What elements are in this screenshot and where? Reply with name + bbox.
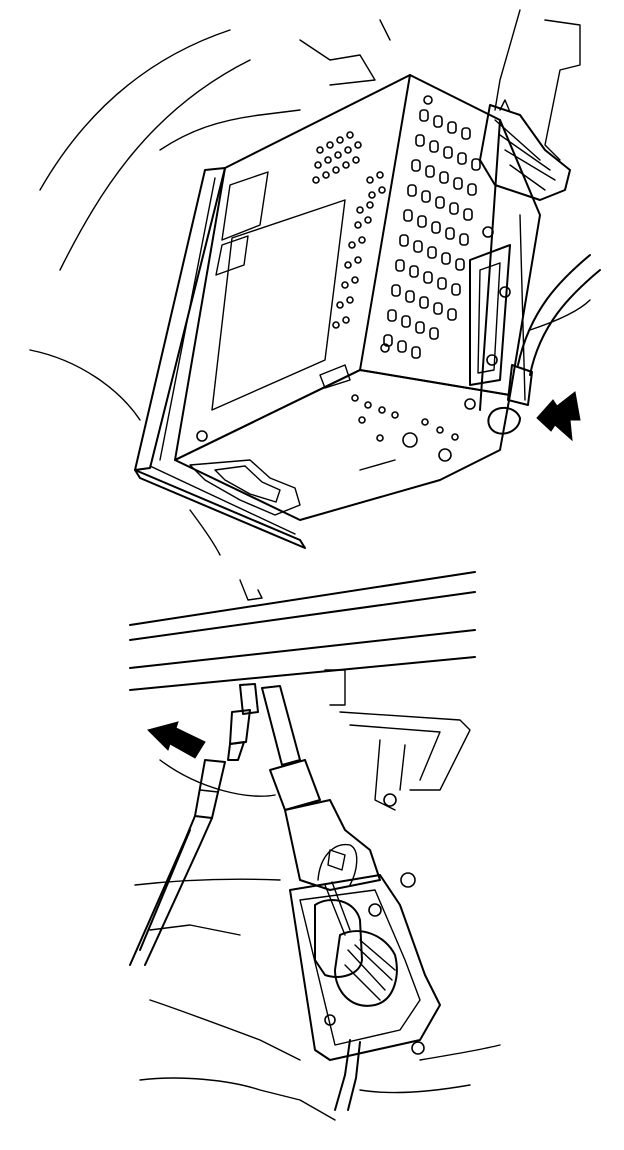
antenna-cable-top xyxy=(487,254,601,435)
antenna-module xyxy=(314,843,398,1007)
harness-connector xyxy=(479,99,571,201)
panel-radio-removal xyxy=(29,9,601,556)
chassis-bottom-details xyxy=(189,364,459,516)
lower-wire xyxy=(334,1039,361,1111)
faceplate-openings xyxy=(211,171,346,411)
mounting-bracket xyxy=(261,685,441,1061)
dash-structure xyxy=(134,669,501,1121)
vent-slots-right xyxy=(383,109,481,359)
pointer-arrow-right xyxy=(147,721,206,759)
antenna-cable-bottom xyxy=(129,683,259,966)
panel-antenna-connector xyxy=(129,571,501,1121)
radio-chassis xyxy=(174,74,541,521)
dash-contours xyxy=(29,9,591,556)
vent-holes-left xyxy=(312,131,386,329)
dash-cross-member xyxy=(129,571,476,691)
chassis-screws xyxy=(196,95,511,462)
pointer-arrow-left xyxy=(536,391,581,442)
radio-bezel xyxy=(134,167,306,549)
